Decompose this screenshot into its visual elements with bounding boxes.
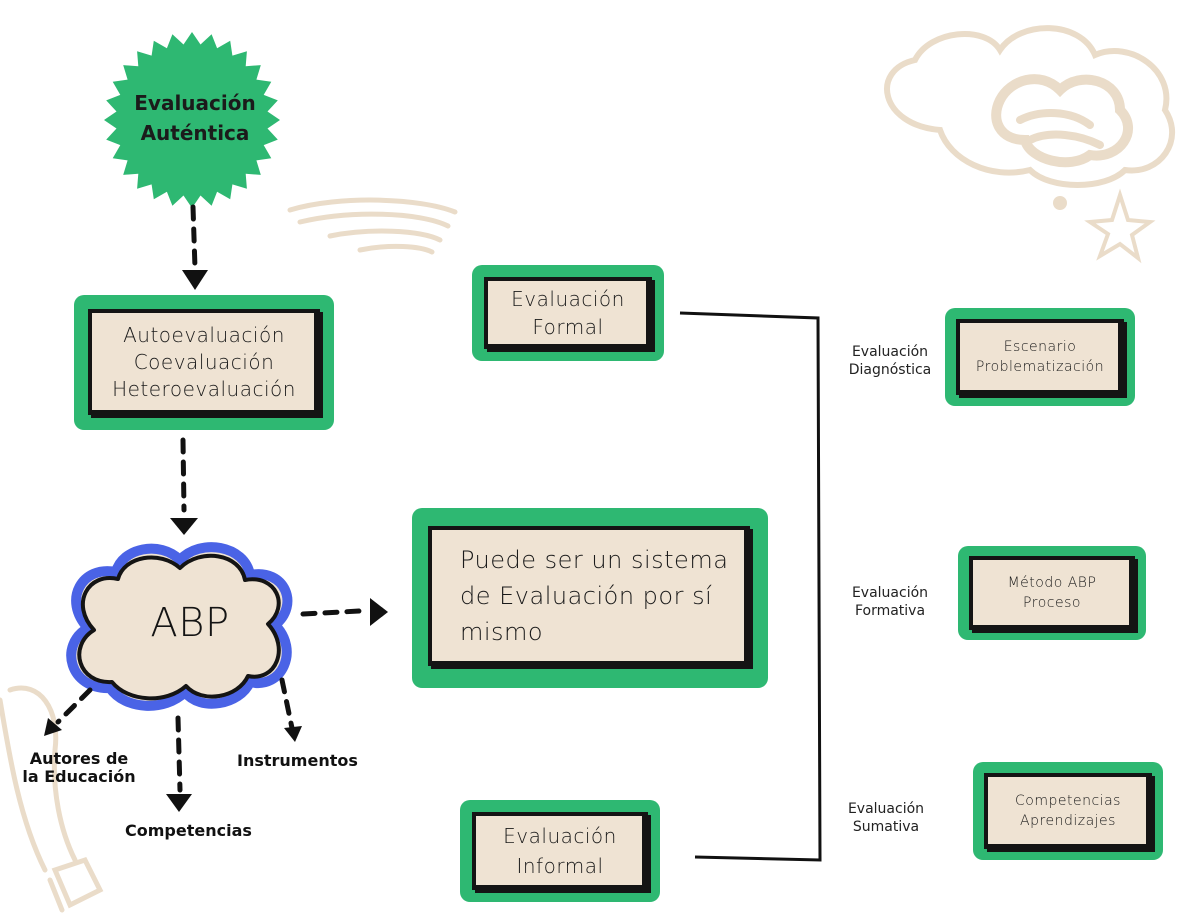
system-line-3: mismo bbox=[460, 618, 544, 646]
stage-label-formativa: Evaluación Formativa bbox=[851, 585, 929, 619]
system-line-1: Puede ser un sistema bbox=[460, 546, 729, 574]
decorative-bulb-sketch bbox=[0, 685, 104, 913]
stage-label-diagnostica: Evaluación Diagnóstica bbox=[848, 344, 932, 378]
instrumentos-label: Instrumentos bbox=[237, 751, 358, 770]
escenario-box: Escenario Problematización bbox=[945, 308, 1135, 406]
dashed-arrows bbox=[55, 204, 363, 793]
stage-label-sumativa: Evaluación Sumativa bbox=[847, 801, 925, 835]
evaluacion-informal-box: Evaluación Informal bbox=[460, 800, 660, 902]
metodo-abp-box: Método ABP Proceso bbox=[958, 546, 1146, 640]
evaluacion-formal-box: Evaluación Formal bbox=[472, 265, 664, 361]
evaluation-bracket-line bbox=[679, 311, 822, 862]
formal-line-1: Evaluación bbox=[511, 287, 625, 311]
sistema-evaluacion-box: Puede ser un sistema de Evaluación por s… bbox=[412, 508, 768, 688]
evaluacion-autentica-badge bbox=[104, 32, 280, 208]
abp-cloud-shape bbox=[66, 542, 293, 711]
informal-line-1: Evaluación bbox=[503, 824, 617, 848]
heteroevaluacion-text: Heteroevaluación bbox=[112, 376, 296, 401]
badge-line-2: Auténtica bbox=[140, 121, 250, 145]
competencias-aprendizajes-box: Competencias Aprendizajes bbox=[973, 762, 1163, 860]
decorative-cloud-sketch bbox=[884, 25, 1176, 188]
autoevaluacion-text: Autoevaluación bbox=[123, 322, 285, 347]
autores-educacion-label: Autores de la Educación bbox=[22, 749, 136, 786]
arrow-heads bbox=[44, 270, 388, 812]
badge-line-1: Evaluación bbox=[134, 91, 256, 115]
formal-line-2: Formal bbox=[532, 315, 604, 339]
abp-label: ABP bbox=[150, 600, 230, 646]
badge-title: Evaluación Auténtica bbox=[110, 88, 280, 148]
competencias-label: Competencias bbox=[125, 821, 252, 840]
evaluation-types-box: Autoevaluación Coevaluación Heteroevalua… bbox=[74, 295, 334, 430]
coevaluacion-text: Coevaluación bbox=[133, 349, 275, 374]
decorative-swirl-sketch bbox=[287, 197, 458, 255]
informal-line-2: Informal bbox=[516, 854, 604, 878]
system-line-2: de Evaluación por sí bbox=[460, 582, 713, 610]
decorative-star-sketch bbox=[1053, 188, 1156, 264]
